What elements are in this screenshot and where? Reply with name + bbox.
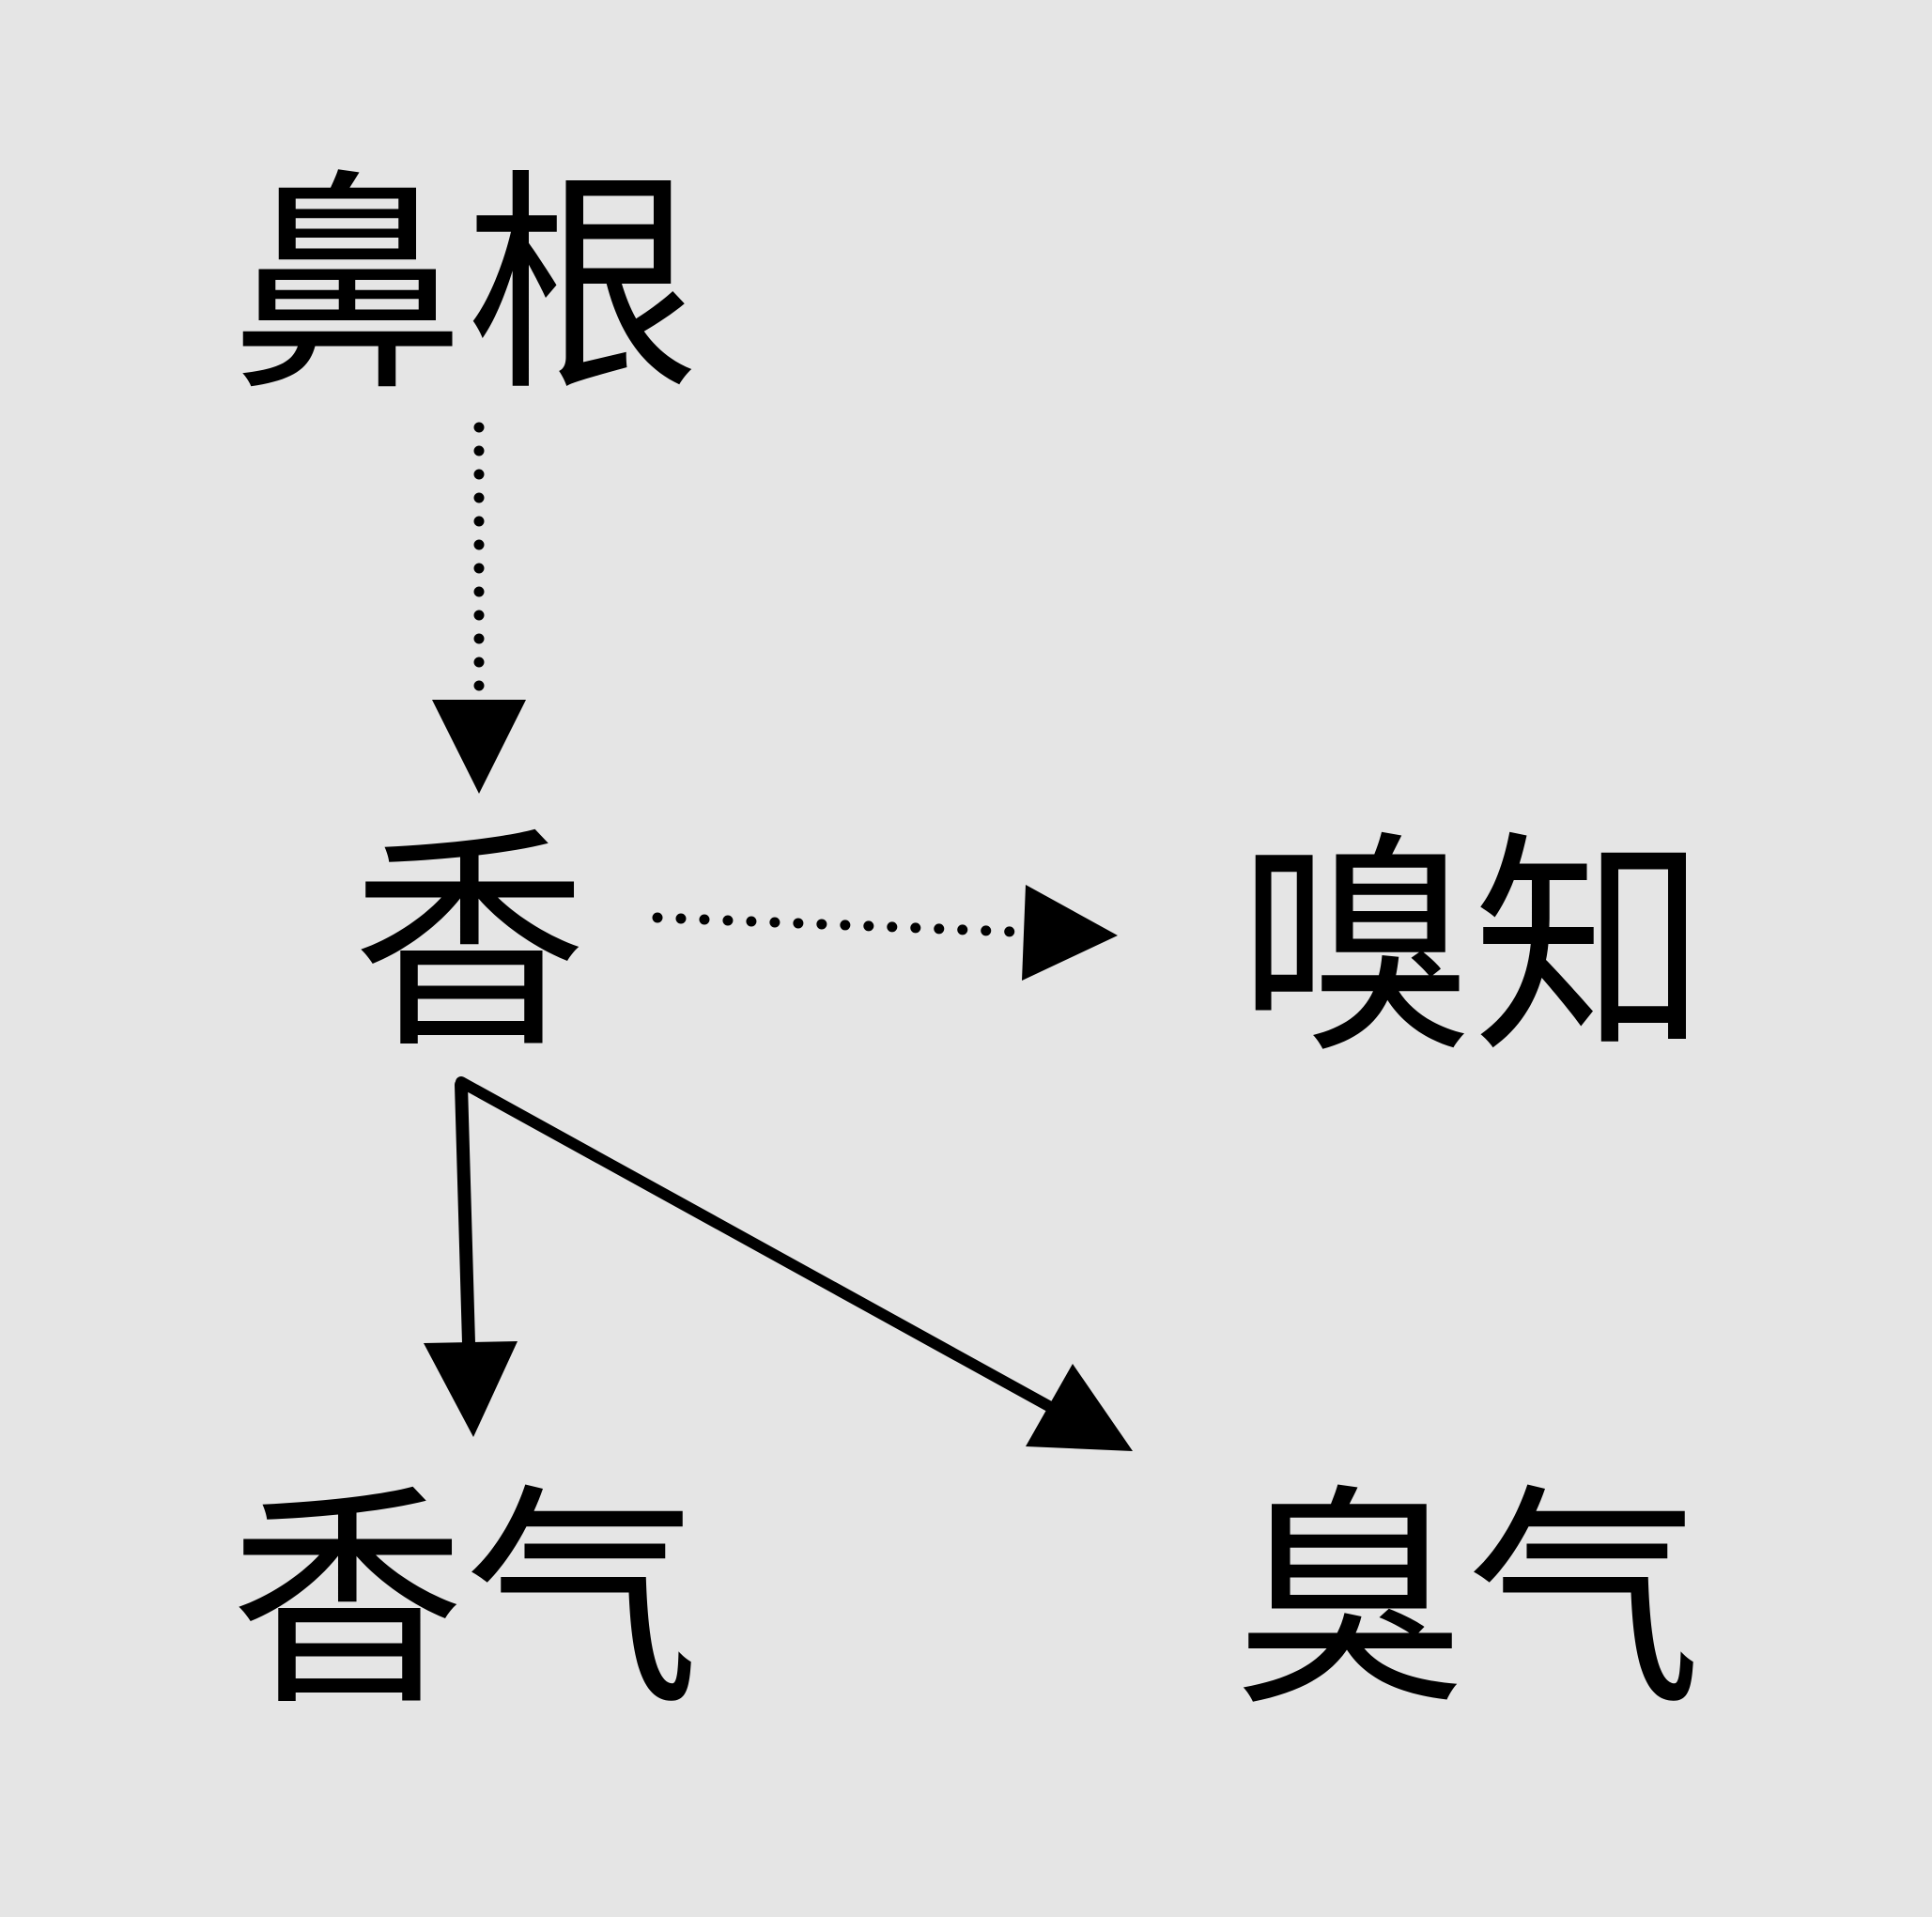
edge-line-solid — [455, 1078, 475, 1350]
edge-line-dotted — [652, 912, 1018, 937]
node-fragrance: 香 — [352, 807, 587, 1080]
edge-line-solid — [456, 1076, 1059, 1415]
node-nose-root: 鼻根 — [230, 149, 700, 423]
arrowhead-right — [1022, 885, 1118, 981]
edge-xiang-to-xiujue — [652, 885, 1118, 981]
node-foul-odor: 臭气 — [1232, 1464, 1702, 1738]
node-pleasant-odor: 香气 — [230, 1464, 700, 1738]
edge-biken-to-xiang — [432, 422, 526, 794]
arrowhead-diagonal — [1026, 1364, 1133, 1451]
edge-xiang-to-chouqi — [456, 1076, 1133, 1451]
arrowhead-down — [424, 1341, 518, 1437]
edge-xiang-to-xiangqi — [424, 1078, 518, 1437]
node-smell-perception: 嗅知 — [1238, 812, 1708, 1085]
arrowhead-down — [432, 700, 526, 794]
